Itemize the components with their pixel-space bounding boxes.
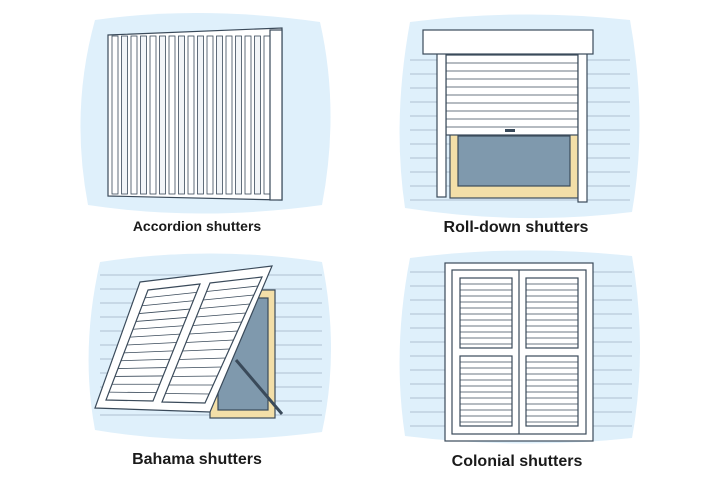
roll-down-shutter-illustration: [399, 14, 640, 219]
louver: [182, 348, 230, 352]
louver: [199, 303, 250, 309]
bahama-shutters-label: Bahama shutters: [132, 451, 262, 468]
bahama-left-louver-frame: [105, 283, 201, 402]
louver: [141, 300, 194, 307]
colonial-shutters-label: Colonial shutters: [451, 453, 583, 470]
accordion-slat: [244, 35, 252, 195]
window-glass: [457, 135, 571, 187]
roll-box: [422, 29, 594, 55]
louver: [120, 358, 170, 362]
accordion-slat: [225, 35, 233, 195]
roll-down-shutters-label: Roll-down shutters: [443, 219, 589, 236]
louver-panel: [525, 277, 579, 349]
accordion-slat: [263, 35, 271, 195]
accordion-slat: [121, 35, 128, 195]
louver: [132, 325, 184, 330]
left-guide-rail: [436, 51, 447, 198]
louver: [144, 291, 197, 299]
accordion-slat: [254, 35, 261, 195]
accordion-slat: [197, 35, 204, 195]
louver: [123, 350, 174, 354]
accordion-slat: [111, 35, 119, 195]
prop-rod: [234, 359, 284, 415]
accordion-slat: [178, 35, 185, 195]
louver: [179, 357, 226, 360]
louver: [138, 308, 190, 314]
louver: [114, 375, 164, 377]
louver: [172, 375, 218, 377]
handle: [505, 129, 515, 132]
louver: [135, 317, 187, 322]
louver: [108, 391, 157, 394]
right-guide-rail: [577, 51, 588, 203]
bahama-right-louver-frame: [161, 276, 263, 404]
louver: [206, 285, 258, 292]
accordion-slat: [168, 35, 176, 195]
accordion-slat: [187, 35, 195, 195]
accordion-shutters-label: Accordion shutters: [132, 218, 262, 234]
accordion-slat: [206, 35, 214, 195]
louver: [175, 366, 222, 369]
accordion-slat: [149, 35, 157, 195]
accordion-slat: [235, 35, 242, 195]
louver-panel: [525, 355, 579, 427]
accordion-slat: [140, 35, 147, 195]
louver-panel: [459, 277, 513, 349]
accordion-slat: [130, 35, 138, 195]
louver: [196, 312, 246, 318]
louver: [185, 339, 234, 343]
accordion-slat: [216, 35, 223, 195]
accordion-slat: [159, 35, 166, 195]
bahama-shutter-illustration: [88, 253, 331, 440]
accordion-shutter-illustration: [80, 12, 331, 214]
louver: [126, 342, 177, 346]
louver-panel: [459, 355, 513, 427]
louver: [129, 333, 180, 338]
louver: [117, 367, 167, 369]
louver: [189, 330, 238, 335]
colonial-shutter-illustration: [399, 250, 640, 444]
louver: [165, 393, 210, 395]
side-track: [269, 29, 283, 201]
louver: [203, 294, 254, 301]
louver: [192, 321, 242, 326]
